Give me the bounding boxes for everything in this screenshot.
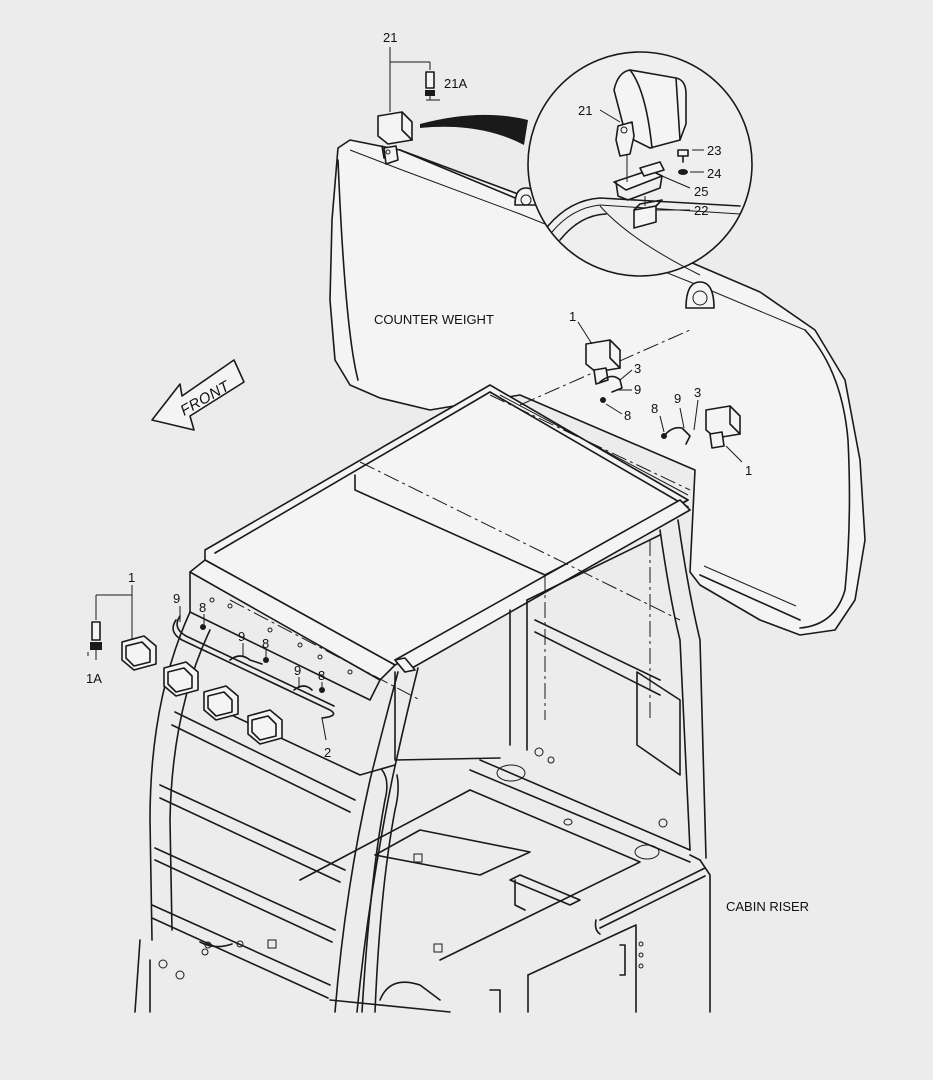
front-arrow: FRONT [151,359,245,431]
detail-view: 21 23 24 25 22 [527,51,753,277]
callout-23: 23 [707,143,721,158]
counterweight-lamp-right: 1 8 9 3 [651,385,752,478]
counter-weight-label: COUNTER WEIGHT [374,312,494,327]
callout-8-a: 8 [199,600,206,615]
callout-21-top: 21 [383,30,397,45]
callout-22: 22 [694,203,708,218]
counter-weight: COUNTER WEIGHT [329,139,866,636]
counterweight-lamp-left: 1 3 9 8 [569,309,641,423]
callout-9-a: 9 [173,591,180,606]
callout-1-cab: 1 [128,570,135,585]
cabin-frame [149,329,707,1013]
cabin-riser-label: CABIN RISER [726,899,809,914]
callout-3-right: 3 [694,385,701,400]
callout-3-left: 3 [634,361,641,376]
callout-9-right: 9 [674,391,681,406]
callout-8-right: 8 [651,401,658,416]
callout-9-left: 9 [634,382,641,397]
callout-9-c: 9 [294,663,301,678]
cabin-riser: CABIN RISER [134,747,809,1013]
callout-25: 25 [694,184,708,199]
callout-9-b: 9 [238,629,245,644]
rear-work-light: 21 21A [377,30,528,165]
callout-8-b: 8 [262,636,269,651]
callout-2: 2 [324,745,331,760]
cab-front-lamps: 1 1A [86,570,283,745]
callout-8-left: 8 [624,408,631,423]
callout-1a: 1A [86,671,102,686]
wire-harness: 9 8 9 8 9 8 2 [172,591,335,760]
callout-24: 24 [707,166,721,181]
callout-8-c: 8 [318,668,325,683]
callout-1-cw-left: 1 [569,309,576,324]
callout-21a: 21A [444,76,467,91]
callout-1-cw-right: 1 [745,463,752,478]
callout-21-detail: 21 [578,103,592,118]
